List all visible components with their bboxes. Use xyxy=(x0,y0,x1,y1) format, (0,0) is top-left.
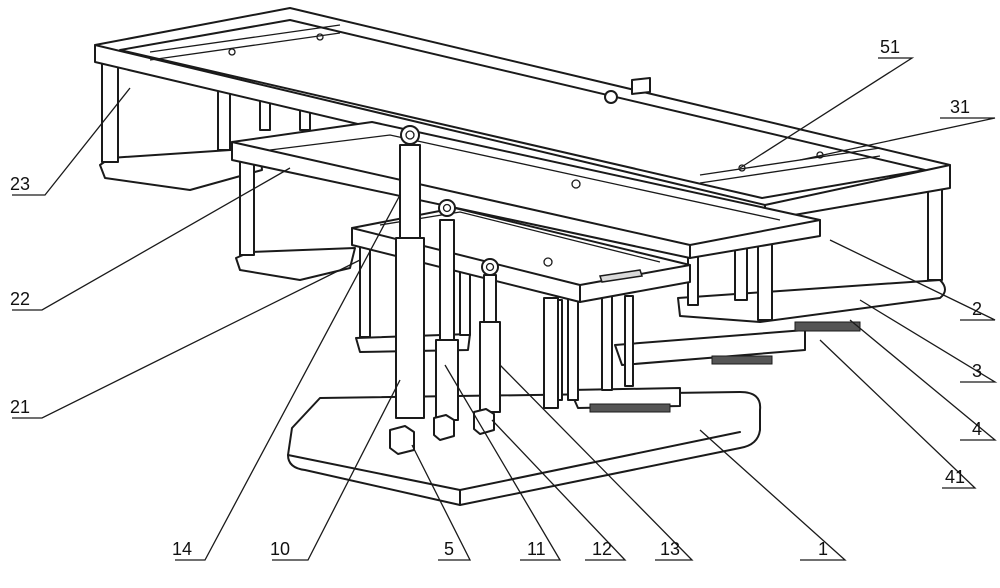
middle-frame xyxy=(231,121,821,259)
label-51: 51 xyxy=(880,37,900,57)
label-2: 2 xyxy=(972,299,982,319)
label-31: 31 xyxy=(950,97,970,117)
label-22: 22 xyxy=(10,289,30,309)
lower-plates xyxy=(569,279,946,413)
label-13: 13 xyxy=(660,539,680,559)
label-23: 23 xyxy=(10,174,30,194)
label-10: 10 xyxy=(270,539,290,559)
label-5: 5 xyxy=(444,539,454,559)
label-14: 14 xyxy=(172,539,192,559)
label-4: 4 xyxy=(972,419,982,439)
label-21: 21 xyxy=(10,397,30,417)
top-frame xyxy=(94,7,951,221)
label-12: 12 xyxy=(592,539,612,559)
base-plate xyxy=(287,391,762,506)
label-1: 1 xyxy=(818,539,828,559)
label-11: 11 xyxy=(527,539,546,559)
label-41: 41 xyxy=(945,467,965,487)
leader-lines xyxy=(12,57,998,561)
label-3: 3 xyxy=(972,361,982,381)
foot-blocks xyxy=(389,408,495,455)
part-labels: 23 22 21 14 10 5 11 12 13 1 41 4 3 2 31 … xyxy=(10,37,982,559)
